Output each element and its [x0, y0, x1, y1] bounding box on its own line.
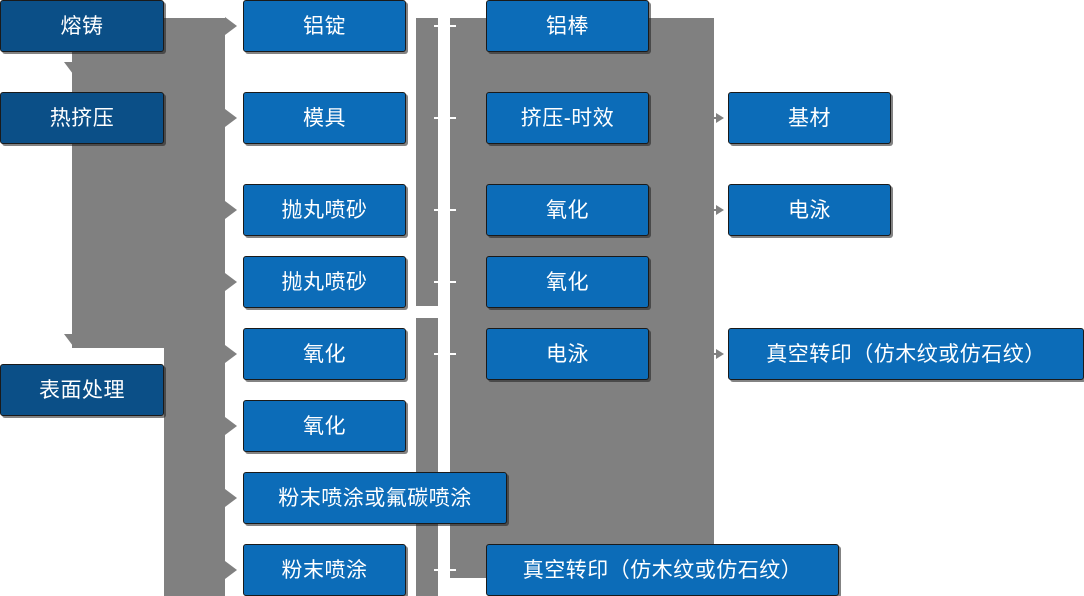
connector-arrow-c1-c2-8 [225, 561, 237, 579]
connector-line-out-3 [700, 353, 718, 355]
connector-trunk-left-upper [72, 18, 164, 348]
node-electrophoresis-c3[interactable]: 电泳 [486, 328, 649, 380]
node-shot-blasting-1[interactable]: 抛丸喷砂 [243, 184, 406, 236]
node-shot-blasting-2[interactable]: 抛丸喷砂 [243, 256, 406, 308]
node-base-material[interactable]: 基材 [728, 92, 891, 144]
connector-down-arrow-surface [64, 334, 82, 346]
connector-channel [438, 0, 450, 596]
connector-arrow-c1-c2-3 [225, 201, 237, 219]
node-powder-or-fluorocarbon-coating[interactable]: 粉末喷涂或氟碳喷涂 [243, 472, 507, 524]
node-oxidation-c2-1[interactable]: 氧化 [243, 328, 406, 380]
node-oxidation-c3-1[interactable]: 氧化 [486, 184, 649, 236]
connector-arrow-c1-c2-7 [225, 489, 237, 507]
node-extrusion-aging[interactable]: 挤压-时效 [486, 92, 649, 144]
connector-stub-surface [163, 389, 185, 391]
connector-down-arrow-melting [64, 62, 82, 74]
connector-line-out-2 [700, 209, 718, 211]
node-vacuum-transfer-printing-out[interactable]: 真空转印（仿木纹或仿石纹） [728, 328, 1084, 380]
node-aluminum-bar[interactable]: 铝棒 [486, 0, 649, 52]
node-powder-coating[interactable]: 粉末喷涂 [243, 544, 406, 596]
node-hot-extrusion[interactable]: 热挤压 [0, 92, 164, 144]
connector-arrowhead-out-1 [716, 113, 724, 123]
node-electrophoresis-out[interactable]: 电泳 [728, 184, 891, 236]
node-oxidation-c3-2[interactable]: 氧化 [486, 256, 649, 308]
connector-bar-mid-lower [416, 318, 438, 596]
connector-arrow-c1-c2-2 [225, 109, 237, 127]
node-vacuum-transfer-printing-c3[interactable]: 真空转印（仿木纹或仿石纹） [486, 544, 839, 596]
node-aluminum-ingot[interactable]: 铝锭 [243, 0, 406, 52]
connector-trunk-left [163, 18, 225, 596]
connector-arrowhead-out-2 [716, 205, 724, 215]
connector-arrow-c1-c2-5 [225, 345, 237, 363]
node-mold[interactable]: 模具 [243, 92, 406, 144]
node-surface-treatment[interactable]: 表面处理 [0, 364, 164, 416]
connector-bar-mid-upper [416, 18, 438, 306]
connector-line-out-1 [700, 117, 718, 119]
connector-arrow-c1-c2-1 [225, 17, 237, 35]
node-oxidation-c2-2[interactable]: 氧化 [243, 400, 406, 452]
connector-arrow-c1-c2-6 [225, 417, 237, 435]
connector-arrowhead-out-3 [716, 349, 724, 359]
connector-arrow-c1-c2-4 [225, 273, 237, 291]
node-melting-casting[interactable]: 熔铸 [0, 0, 164, 52]
